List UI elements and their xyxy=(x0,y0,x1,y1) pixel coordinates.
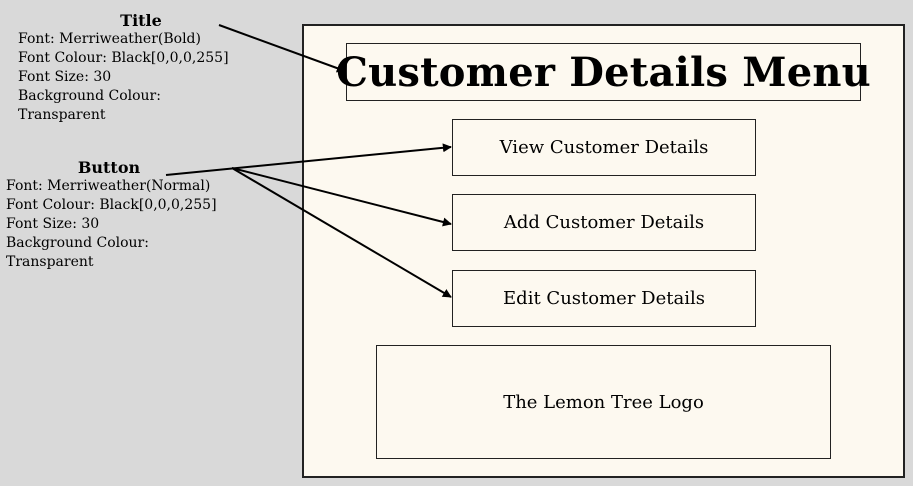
menu-title: Customer Details Menu xyxy=(336,43,871,101)
edit-customer-details-button[interactable]: Edit Customer Details xyxy=(452,270,756,327)
title-annotation-font-colour: Font Colour: Black[0,0,0,255] xyxy=(18,50,229,66)
button-annotation-font-size: Font Size: 30 xyxy=(6,216,100,232)
button-annotation: Button Font: Merriweather(Normal) Font C… xyxy=(6,158,217,272)
button-annotation-heading: Button xyxy=(77,158,141,177)
add-customer-details-button[interactable]: Add Customer Details xyxy=(452,194,756,251)
button-annotation-font: Font: Merriweather(Normal) xyxy=(6,178,211,194)
title-annotation-font-size: Font Size: 30 xyxy=(18,69,112,85)
button-annotation-font-colour: Font Colour: Black[0,0,0,255] xyxy=(6,197,217,213)
title-annotation: Title Font: Merriweather(Bold) Font Colo… xyxy=(18,11,264,125)
title-annotation-font: Font: Merriweather(Bold) xyxy=(18,31,201,47)
title-annotation-background-label: Background Colour: xyxy=(18,88,161,104)
button-annotation-background-label: Background Colour: xyxy=(6,235,149,251)
logo-placeholder: The Lemon Tree Logo xyxy=(376,345,831,459)
view-customer-details-button[interactable]: View Customer Details xyxy=(452,119,756,176)
button-annotation-background-value: Transparent xyxy=(6,254,94,270)
title-annotation-background-value: Transparent xyxy=(18,107,106,123)
title-annotation-heading: Title xyxy=(120,11,162,30)
